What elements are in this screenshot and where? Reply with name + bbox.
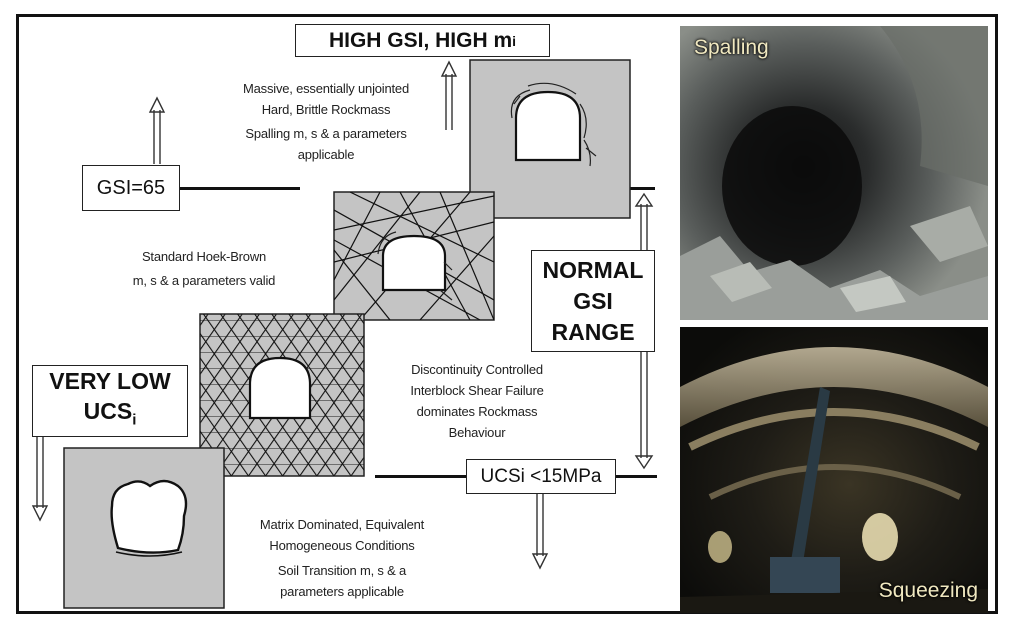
very-low-ucs-subscript: i <box>132 411 137 429</box>
matrix-note-line: Soil Transition m, s & a <box>277 563 407 578</box>
ucs-line-right <box>615 475 657 478</box>
matrix-note-line: Matrix Dominated, Equivalent <box>259 517 425 532</box>
jointed-rock-panel <box>333 191 495 321</box>
gsi-label: GSI <box>573 287 613 314</box>
squeezing-label: Squeezing <box>878 579 978 602</box>
massive-note-line: Massive, essentially unjointed <box>243 81 409 96</box>
discontinuity-note-line: dominates Rockmass <box>416 404 538 419</box>
spalling-tunnel-image <box>680 26 988 320</box>
massive-note-line: Spalling m, s & a parameters <box>245 126 407 141</box>
massive-note-line: applicable <box>297 147 355 162</box>
normal-gsi-range-box: NORMAL GSI RANGE <box>531 250 655 352</box>
matrix-note-line: parameters applicable <box>280 584 404 599</box>
gsi-line-left <box>180 187 300 190</box>
discontinuity-note-line: Discontinuity Controlled <box>411 362 543 377</box>
spalling-label: Spalling <box>694 36 769 59</box>
gsi-65-label: GSI=65 <box>96 176 166 199</box>
ucs-line-left <box>375 475 468 478</box>
title-subscript: i <box>512 32 517 49</box>
standard-note-line: m, s & a parameters valid <box>132 273 276 288</box>
heavily-jointed-panel <box>199 313 365 477</box>
standard-note-line: Standard Hoek-Brown <box>141 249 267 264</box>
discontinuity-note-line: Interblock Shear Failure <box>410 383 544 398</box>
spalling-photo: Spalling <box>680 26 988 320</box>
massive-rock-notes: Massive, essentially unjointed Hard, Bri… <box>206 78 446 165</box>
matrix-panel <box>63 447 225 609</box>
discontinuity-note-line: Behaviour <box>448 425 506 440</box>
squeezing-tunnel-image <box>680 327 988 613</box>
very-low-ucs-box: VERY LOW UCSi <box>32 365 188 437</box>
standard-hoek-brown-notes: Standard Hoek-Brown m, s & a parameters … <box>104 246 304 291</box>
range-label: RANGE <box>551 318 635 345</box>
high-gsi-title: HIGH GSI, HIGH m <box>328 28 513 52</box>
very-low-ucs-label: UCS <box>83 398 133 425</box>
normal-label: NORMAL <box>542 256 644 283</box>
ucs-15mpa-box: UCSi <15MPa <box>466 459 616 494</box>
very-low-label: VERY LOW <box>49 368 171 395</box>
matrix-dominated-notes: Matrix Dominated, Equivalent Homogeneous… <box>226 514 458 602</box>
ucs-15mpa-label: UCSi <15MPa <box>480 465 602 487</box>
gsi-65-box: GSI=65 <box>82 165 180 211</box>
discontinuity-notes: Discontinuity Controlled Interblock Shea… <box>382 359 572 443</box>
massive-note-line: Hard, Brittle Rockmass <box>261 102 391 117</box>
squeezing-photo: Squeezing <box>680 327 988 613</box>
massive-rock-panel <box>469 59 631 219</box>
matrix-note-line: Homogeneous Conditions <box>269 538 415 553</box>
